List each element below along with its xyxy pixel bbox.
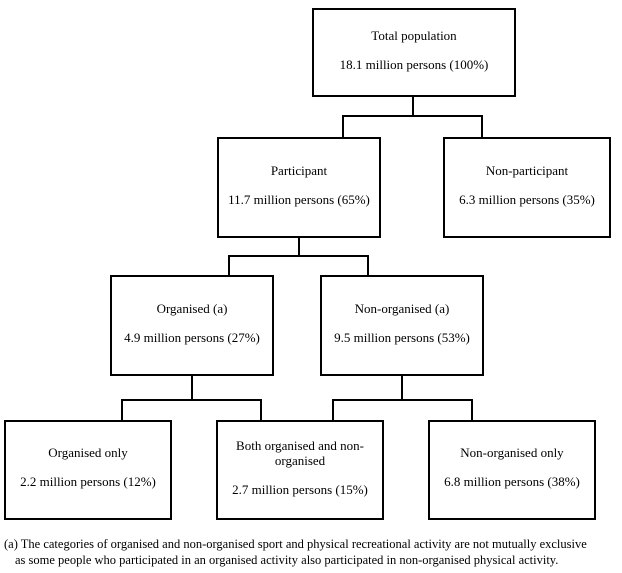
node-total-population: Total population 18.1 million persons (1…: [312, 8, 516, 97]
node-both-organised-and-non-organised: Both organised and non-organised 2.7 mil…: [216, 420, 384, 520]
node-title: Participant: [270, 162, 328, 178]
node-value: 6.3 million persons (35%): [459, 191, 595, 207]
node-title: Organised (a): [156, 300, 228, 316]
node-title: Non-organised (a): [354, 300, 450, 316]
connector-stem: [401, 374, 403, 401]
footnote-line-2: as some people who participated in an or…: [15, 553, 559, 567]
footnote-line-1: (a) The categories of organised and non-…: [4, 537, 587, 551]
node-value: 11.7 million persons (65%): [228, 191, 370, 207]
connector-drop-left: [342, 115, 344, 139]
node-value: 9.5 million persons (53%): [334, 329, 470, 345]
node-organised: Organised (a) 4.9 million persons (27%): [110, 275, 274, 376]
node-value: 2.7 million persons (15%): [232, 481, 368, 497]
node-title: Organised only: [48, 445, 128, 460]
footnote: (a) The categories of organised and non-…: [4, 536, 620, 568]
connector-bar: [332, 399, 473, 401]
connector-bar: [121, 399, 262, 401]
node-non-organised: Non-organised (a) 9.5 million persons (5…: [320, 275, 484, 376]
node-value: 6.8 million persons (38%): [444, 474, 580, 489]
connector-drop-right: [481, 115, 483, 139]
connector-bar: [342, 115, 483, 117]
node-value: 18.1 million persons (100%): [339, 56, 489, 72]
node-participant: Participant 11.7 million persons (65%): [217, 137, 381, 238]
connector-bar: [228, 255, 369, 257]
connector-drop-left: [228, 255, 230, 277]
node-organised-only: Organised only 2.2 million persons (12%): [4, 420, 172, 520]
connector-drop-right: [471, 399, 473, 422]
node-value: 4.9 million persons (27%): [124, 329, 260, 345]
connector-drop-left: [121, 399, 123, 422]
node-title: Total population: [371, 27, 457, 43]
connector-stem: [412, 95, 414, 117]
connector-drop-right: [260, 399, 262, 422]
connector-drop-right: [367, 255, 369, 277]
connector-stem: [298, 236, 300, 257]
connector-stem: [191, 374, 193, 401]
node-non-organised-only: Non-organised only 6.8 million persons (…: [428, 420, 596, 520]
node-non-participant: Non-participant 6.3 million persons (35%…: [443, 137, 611, 238]
node-value: 2.2 million persons (12%): [20, 474, 156, 489]
node-title: Non-organised only: [460, 445, 564, 460]
connector-drop-left: [332, 399, 334, 422]
node-title: Both organised and non-organised: [236, 437, 364, 468]
node-title: Non-participant: [485, 162, 569, 178]
